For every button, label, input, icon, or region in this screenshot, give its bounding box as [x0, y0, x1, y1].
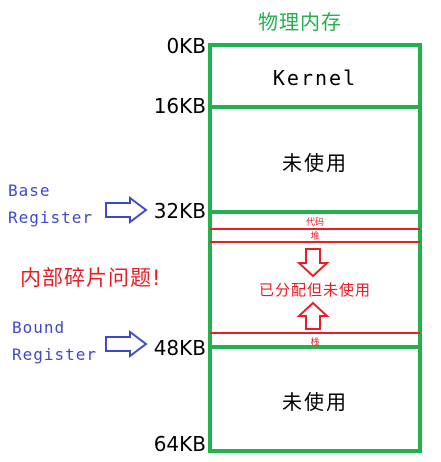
- internal-fragmentation-note: 内部碎片问题!: [20, 266, 162, 290]
- code-label: 代码: [305, 218, 324, 228]
- bound-register-label-line2: Register: [12, 345, 98, 364]
- address-32kb: 32KB: [153, 199, 206, 223]
- base-register-arrow-icon: [105, 196, 148, 224]
- base-register-label-line1: Base: [8, 181, 51, 200]
- memory-border: [208, 43, 422, 453]
- heap-growth-arrow-icon: [296, 248, 330, 278]
- kernel-label: Kernel: [272, 66, 358, 90]
- memory-outline: [208, 43, 422, 453]
- stack-growth-arrow-icon: [296, 301, 330, 330]
- allocated-unused-label: 已分配但未使用: [258, 281, 371, 299]
- address-16kb: 16KB: [153, 94, 206, 118]
- address-64kb: 64KB: [153, 432, 206, 456]
- address-48kb: 48KB: [153, 336, 206, 360]
- bound-register-label-line1: Bound: [12, 318, 66, 337]
- unused-label-1: 未使用: [282, 151, 348, 175]
- heap-label: 堆: [310, 232, 320, 242]
- base-register-label-line2: Register: [8, 208, 94, 227]
- diagram-title: 物理内存: [258, 10, 342, 34]
- stack-label: 栈: [310, 338, 320, 348]
- address-0kb: 0KB: [166, 34, 206, 58]
- bound-register-arrow-icon: [105, 330, 148, 358]
- unused-label-2: 未使用: [282, 390, 348, 414]
